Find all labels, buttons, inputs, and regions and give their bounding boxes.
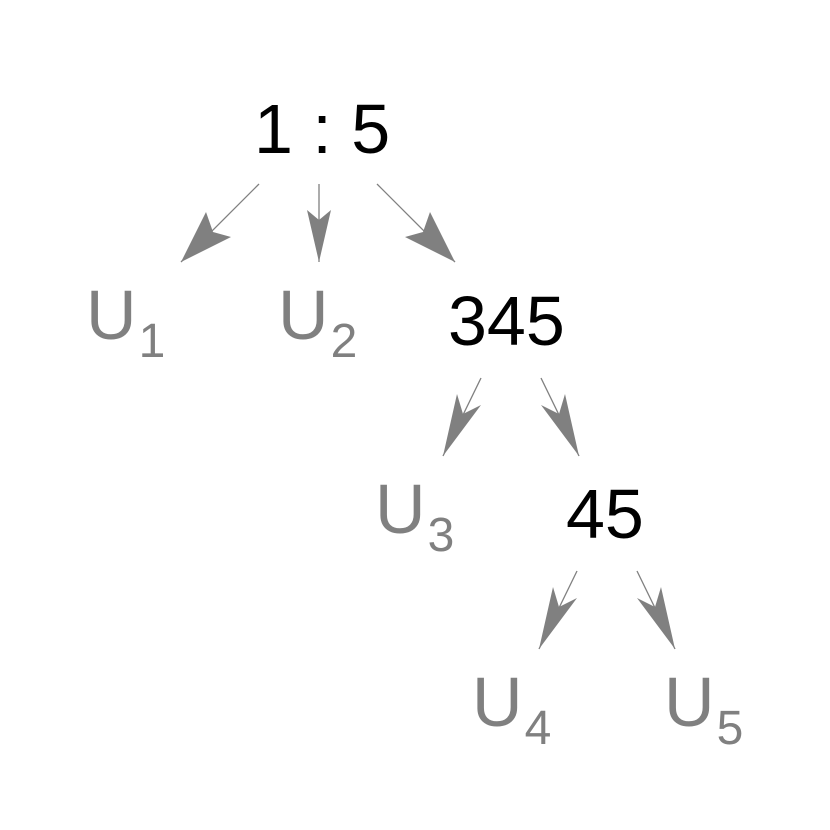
node-root: 1 : 5 [254,90,391,168]
leaf-u2: U2 [278,280,357,366]
leaf-u1-base: U [86,276,137,354]
edge-root-u2 [307,184,331,262]
leaf-u4: U4 [472,667,551,753]
edge-root-u1 [180,183,260,263]
leaf-u5-subscript: 5 [716,702,744,755]
leaf-u2-base: U [278,276,329,354]
node-345: 345 [448,282,565,360]
leaf-u5: U5 [664,667,743,753]
leaf-u3-subscript: 3 [427,509,455,562]
leaf-u4-subscript: 4 [524,702,552,755]
leaf-u2-subscript: 2 [330,315,358,368]
edge-root-345 [376,183,456,263]
node-45: 45 [566,475,644,553]
leaf-u3: U3 [375,474,454,560]
leaf-u1: U1 [86,280,165,366]
leaf-u1-subscript: 1 [138,315,166,368]
leaf-u5-base: U [664,663,715,741]
edge-45-u5 [636,570,676,650]
leaf-u4-base: U [472,663,523,741]
edge-45-u4 [538,570,578,650]
leaf-u3-base: U [375,470,426,548]
edge-345-45 [540,377,580,457]
edge-345-u3 [442,377,482,457]
